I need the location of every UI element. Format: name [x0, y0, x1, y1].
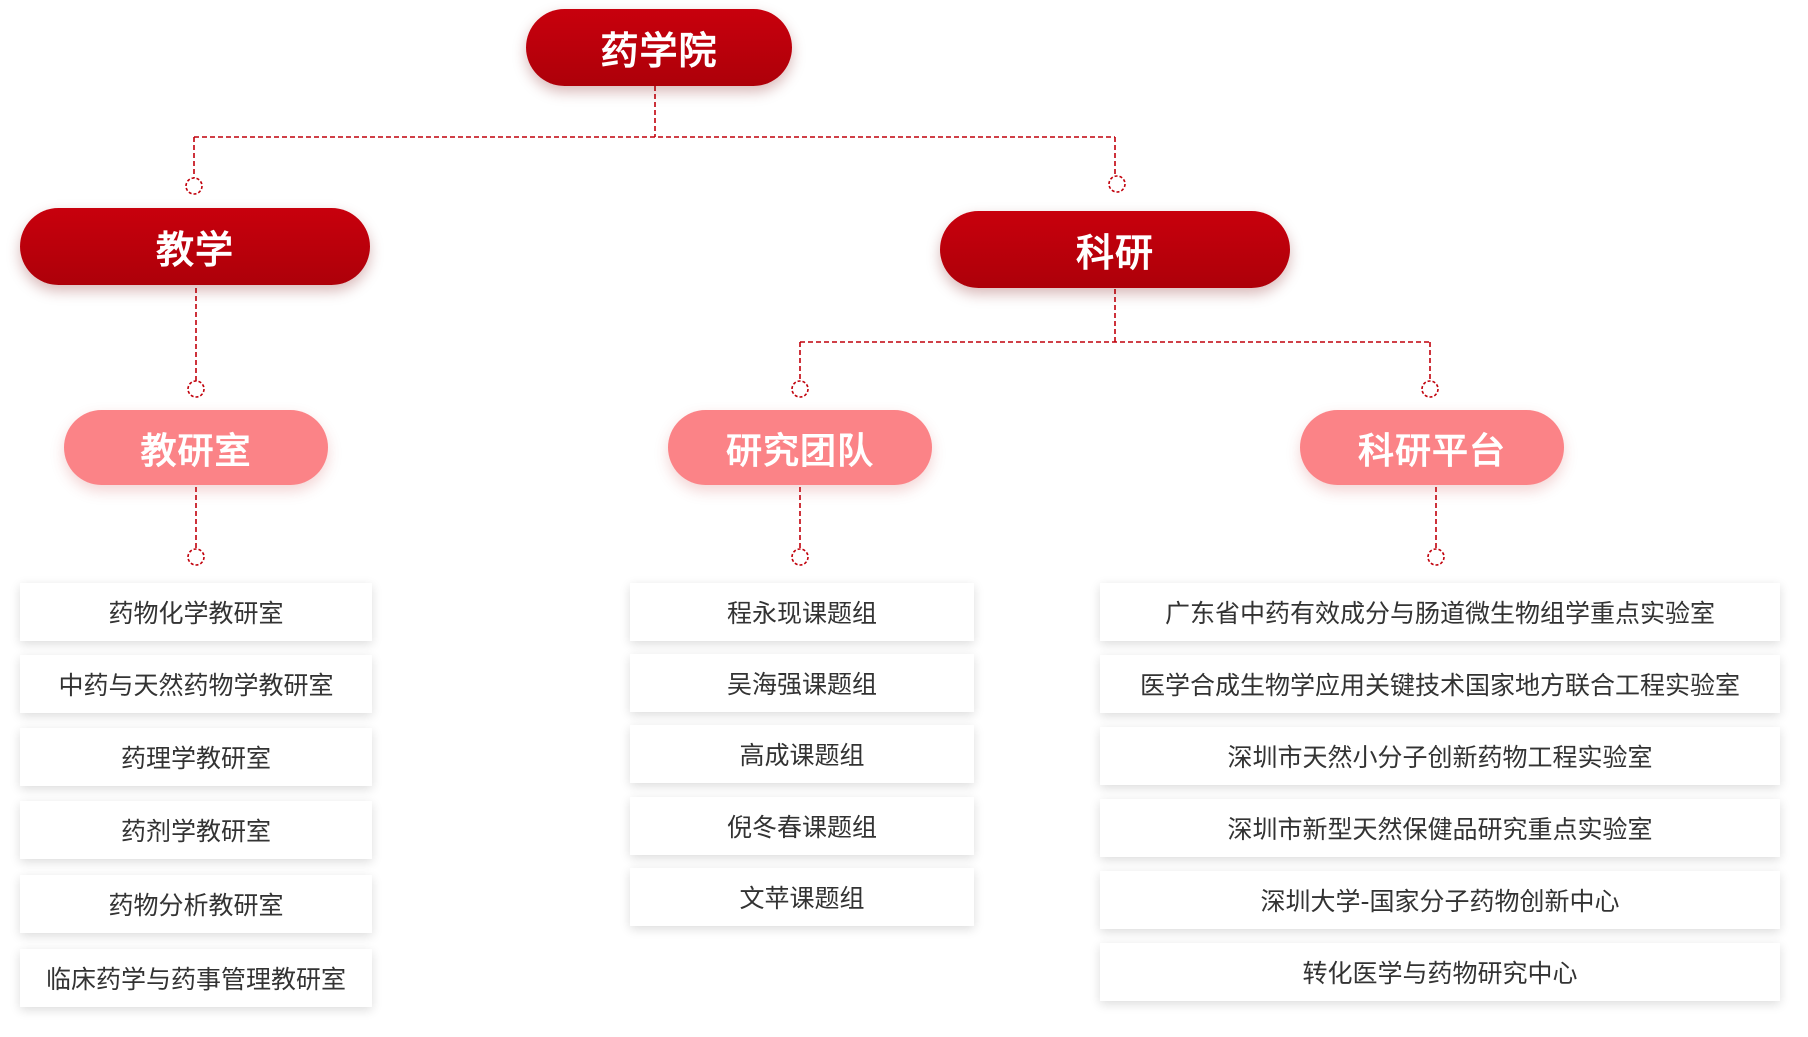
research-platform-item: 深圳市天然小分子创新药物工程实验室	[1100, 727, 1780, 785]
research-platform-item: 广东省中药有效成分与肠道微生物组学重点实验室	[1100, 583, 1780, 641]
connector-node	[1421, 380, 1439, 398]
teaching-node: 教学	[20, 208, 370, 285]
research-node: 科研	[940, 211, 1290, 288]
research-platform-node: 科研平台	[1300, 410, 1564, 485]
research-platform-item: 深圳大学-国家分子药物创新中心	[1100, 871, 1780, 929]
root-node: 药学院	[526, 9, 792, 86]
research-team-item: 吴海强课题组	[630, 654, 974, 712]
teaching-office-item: 药理学教研室	[20, 728, 372, 786]
research-team-item: 文苹课题组	[630, 868, 974, 926]
connector-node	[791, 548, 809, 566]
research-platform-item: 转化医学与药物研究中心	[1100, 943, 1780, 1001]
research-team-item: 程永现课题组	[630, 583, 974, 641]
teaching-office-item: 药物化学教研室	[20, 583, 372, 641]
connector-node	[187, 380, 205, 398]
teaching-office-item: 药剂学教研室	[20, 801, 372, 859]
teaching-office-item: 中药与天然药物学教研室	[20, 655, 372, 713]
research-platform-item: 深圳市新型天然保健品研究重点实验室	[1100, 799, 1780, 857]
connector-node	[1108, 175, 1126, 193]
teaching-office-node: 教研室	[64, 410, 328, 485]
connector-node	[187, 548, 205, 566]
teaching-office-item: 药物分析教研室	[20, 875, 372, 933]
research-team-node: 研究团队	[668, 410, 932, 485]
connector-node	[791, 380, 809, 398]
research-team-item: 高成课题组	[630, 725, 974, 783]
teaching-office-item: 临床药学与药事管理教研室	[20, 949, 372, 1007]
research-team-item: 倪冬春课题组	[630, 797, 974, 855]
connector-node	[1427, 548, 1445, 566]
connector-node	[185, 177, 203, 195]
research-platform-item: 医学合成生物学应用关键技术国家地方联合工程实验室	[1100, 655, 1780, 713]
